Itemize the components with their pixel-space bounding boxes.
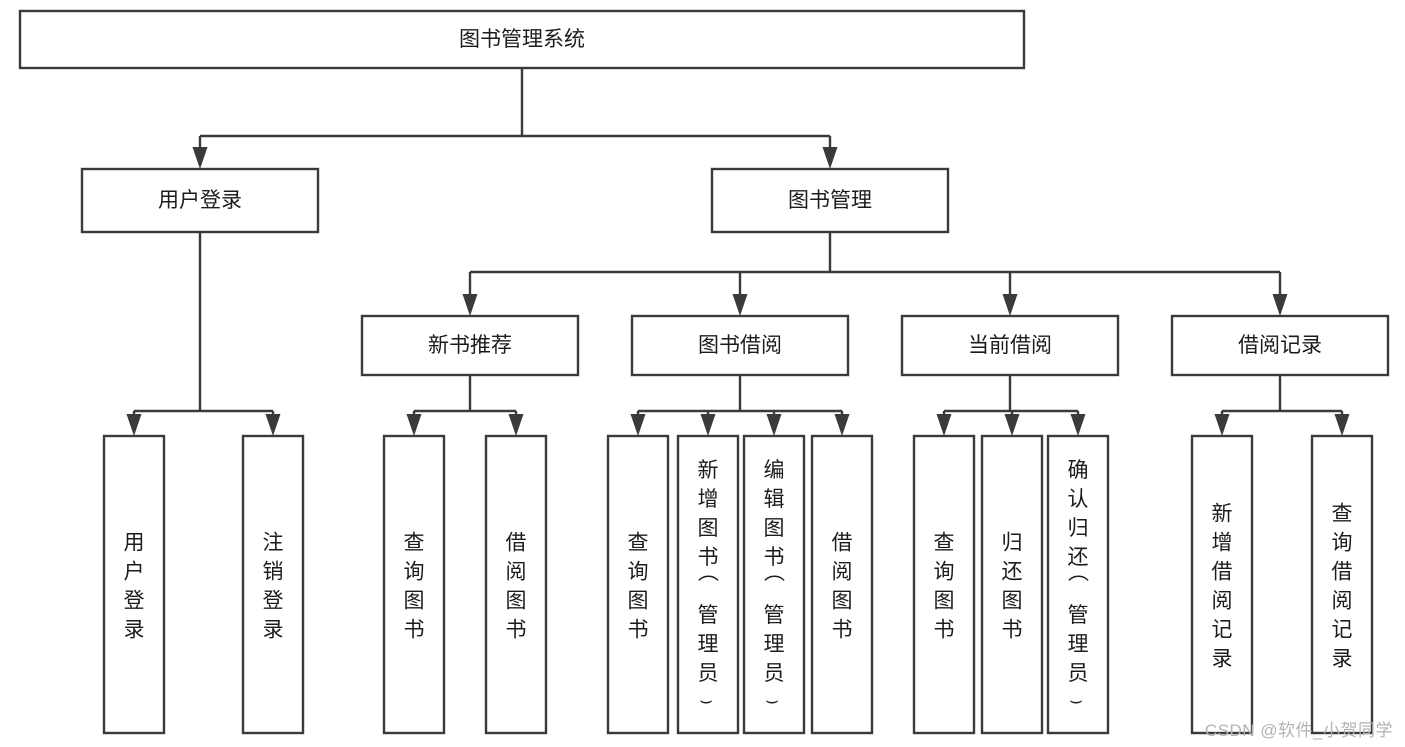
node-root-system-label: 图书管理系统 [459,28,585,51]
node-leaf-add-borrow-rec-label: 新增借阅记录 [1212,503,1233,671]
node-book-manage[interactable]: 图书管理 [710,167,950,234]
arrow-head-icon [1002,294,1018,316]
node-leaf-logout-label: 注销登录 [263,532,284,642]
node-leaf-query-borrow-rec[interactable]: 查询借阅记录 [1310,434,1374,735]
arrow-head-icon [508,414,524,436]
node-leaf-confirm-return-label: 确认归还⌒管理员⌣ [1068,459,1090,714]
node-user-login[interactable]: 用户登录 [80,167,320,234]
node-leaf-query-book-cur-rect [912,434,976,735]
node-leaf-borrow-book-rect [810,434,874,735]
node-user-login-rect [80,167,320,234]
node-leaf-query-borrow-rec-rect [1310,434,1374,735]
node-leaf-user-login[interactable]: 用户登录 [102,434,166,735]
node-book-manage-rect [710,167,950,234]
arrow-head-icon [834,414,850,436]
node-leaf-edit-book-admin-rect [742,434,806,735]
node-book-borrow-rect [630,314,850,377]
node-leaf-edit-book-admin-label: 编辑图书⌒管理员⌣ [764,459,786,714]
node-leaf-logout[interactable]: 注销登录 [241,434,305,735]
arrow-head-icon [1004,414,1020,436]
node-leaf-borrow-book-rec[interactable]: 借阅图书 [484,434,548,735]
node-leaf-return-book-label: 归还图书 [1002,532,1023,642]
arrow-head-icon [462,294,478,316]
arrow-head-icon [766,414,782,436]
node-user-login-label: 用户登录 [158,189,242,212]
node-leaf-return-book[interactable]: 归还图书 [980,434,1044,735]
node-borrow-record[interactable]: 借阅记录 [1170,314,1390,377]
arrow-head-icon [822,147,838,169]
arrow-head-icon [126,414,142,436]
node-leaf-confirm-return[interactable]: 确认归还⌒管理员⌣ [1046,434,1110,735]
node-leaf-logout-rect [241,434,305,735]
node-leaf-add-book-admin[interactable]: 新增图书⌒管理员⌣ [676,434,740,735]
csdn-watermark: CSDN @软件_小贺同学 [1204,721,1393,740]
arrow-head-icon [1214,414,1230,436]
node-leaf-user-login-rect [102,434,166,735]
arrow-head-icon [192,147,208,169]
node-current-borrow[interactable]: 当前借阅 [900,314,1120,377]
node-leaf-query-book-rec-label: 查询图书 [404,532,425,642]
node-leaf-query-book-rec[interactable]: 查询图书 [382,434,446,735]
node-current-borrow-label: 当前借阅 [968,334,1052,357]
arrow-head-icon [732,294,748,316]
node-new-book-rec-rect [360,314,580,377]
node-borrow-record-rect [1170,314,1390,377]
node-leaf-add-book-admin-label: 新增图书⌒管理员⌣ [698,459,720,714]
arrow-head-icon [1070,414,1086,436]
node-root-system[interactable]: 图书管理系统 [18,9,1026,70]
node-leaf-query-book[interactable]: 查询图书 [606,434,670,735]
node-new-book-rec[interactable]: 新书推荐 [360,314,580,377]
arrow-head-icon [265,414,281,436]
node-root-system-rect [18,9,1026,70]
node-leaf-query-book-cur[interactable]: 查询图书 [912,434,976,735]
node-leaf-return-book-rect [980,434,1044,735]
connector-layer [126,68,1350,436]
arrow-head-icon [936,414,952,436]
arrow-head-icon [1272,294,1288,316]
node-leaf-user-login-label: 用户登录 [124,532,145,642]
node-leaf-add-book-admin-rect [676,434,740,735]
node-leaf-add-borrow-rec-rect [1190,434,1254,735]
arrow-head-icon [406,414,422,436]
node-new-book-rec-label: 新书推荐 [428,334,512,357]
arrow-head-icon [630,414,646,436]
node-leaf-borrow-book[interactable]: 借阅图书 [810,434,874,735]
node-leaf-borrow-book-rec-rect [484,434,548,735]
node-current-borrow-rect [900,314,1120,377]
node-borrow-record-label: 借阅记录 [1238,334,1322,357]
node-leaf-query-book-rect [606,434,670,735]
node-leaf-borrow-book-rec-label: 借阅图书 [506,532,527,642]
node-leaf-add-borrow-rec[interactable]: 新增借阅记录 [1190,434,1254,735]
node-book-manage-label: 图书管理 [788,189,872,212]
node-leaf-edit-book-admin[interactable]: 编辑图书⌒管理员⌣ [742,434,806,735]
node-leaf-query-book-cur-label: 查询图书 [934,532,955,642]
node-leaf-confirm-return-rect [1046,434,1110,735]
arrow-head-icon [700,414,716,436]
node-leaf-query-book-label: 查询图书 [628,532,649,642]
node-book-borrow[interactable]: 图书借阅 [630,314,850,377]
node-layer: 图书管理系统用户登录图书管理新书推荐图书借阅当前借阅借阅记录用户登录注销登录查询… [18,9,1390,735]
node-book-borrow-label: 图书借阅 [698,334,782,357]
arrow-head-icon [1334,414,1350,436]
node-leaf-borrow-book-label: 借阅图书 [832,532,853,642]
node-leaf-query-book-rec-rect [382,434,446,735]
node-leaf-query-borrow-rec-label: 查询借阅记录 [1332,503,1353,671]
